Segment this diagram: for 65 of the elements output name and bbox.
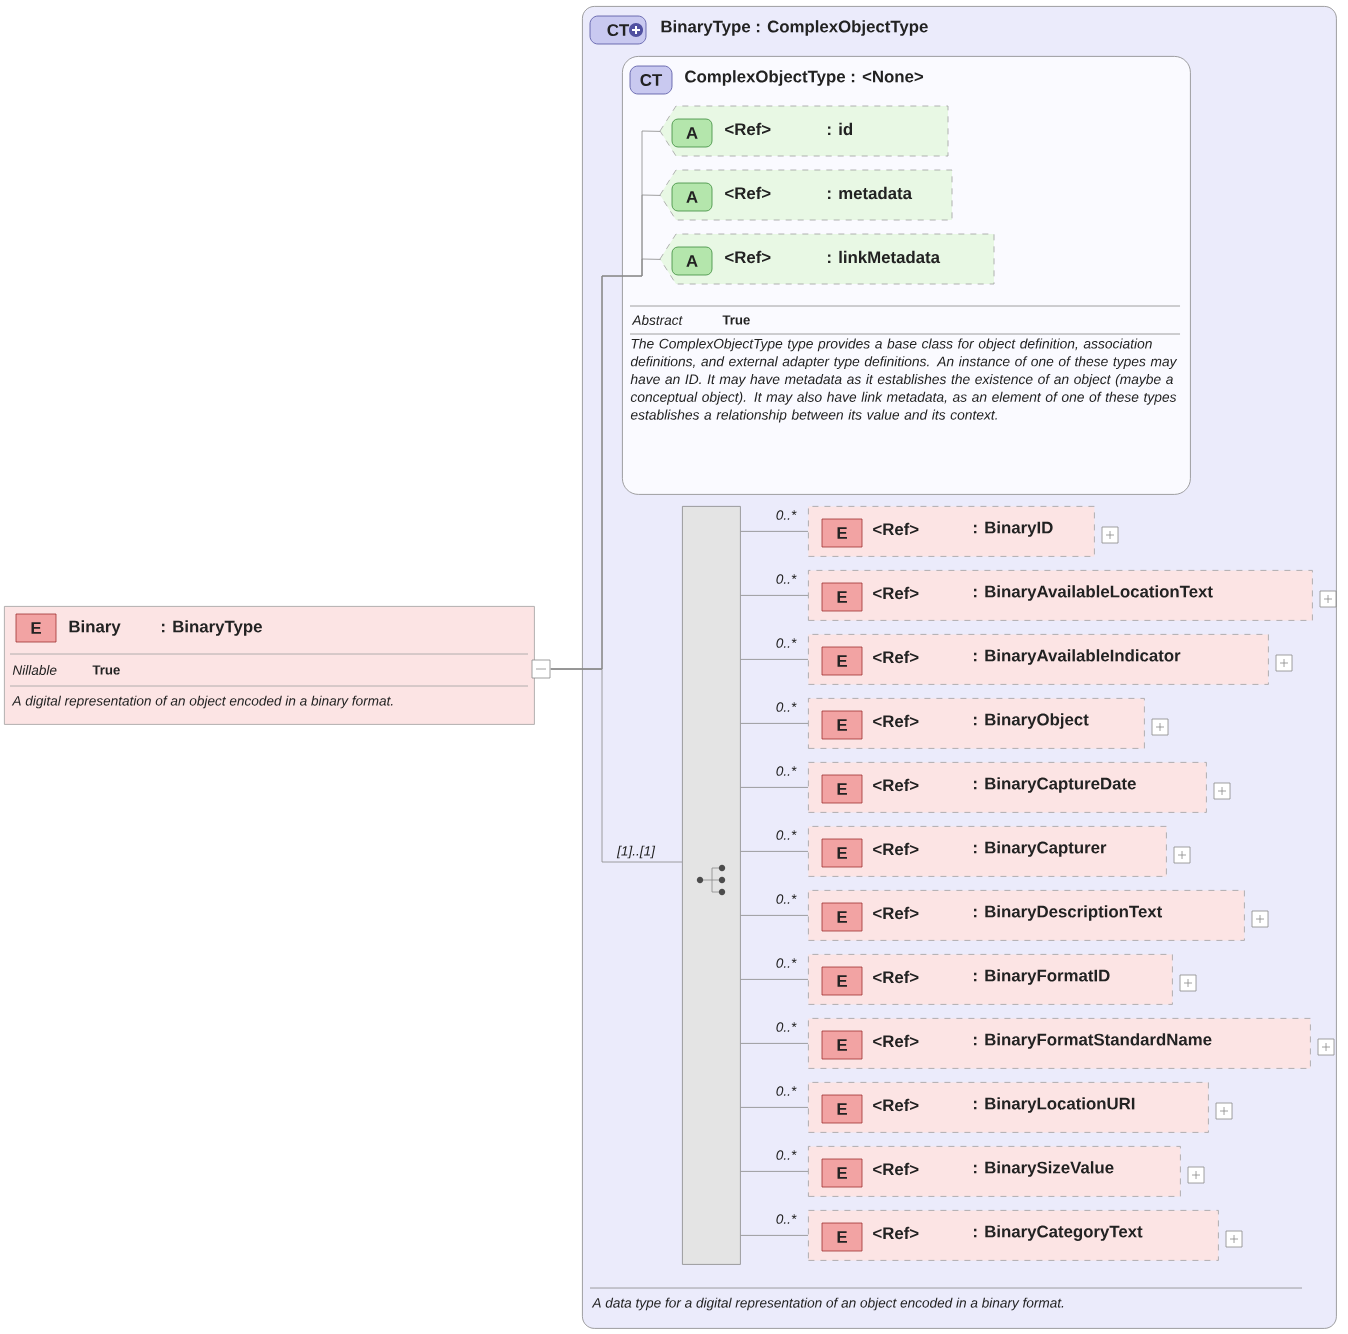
element-name: : BinaryCategoryText xyxy=(974,1225,1143,1241)
element-name: : BinaryAvailableLocationText xyxy=(974,585,1213,601)
connector xyxy=(740,851,809,852)
connector xyxy=(740,659,809,660)
reference-label: <Ref> xyxy=(873,1226,919,1240)
connector xyxy=(740,1107,809,1108)
connector xyxy=(740,1235,809,1236)
reference-label: <Ref> xyxy=(873,714,919,728)
element-badge: E xyxy=(821,774,863,804)
reference-label: <Ref> xyxy=(873,1098,919,1112)
element-badge: E xyxy=(821,966,863,996)
reference-label: <Ref> xyxy=(873,906,919,920)
element-badge: E xyxy=(821,1030,863,1060)
connector xyxy=(740,915,809,916)
element-badge: E xyxy=(821,902,863,932)
element-badge: E xyxy=(821,646,863,676)
connector xyxy=(550,668,683,863)
connector xyxy=(740,531,809,532)
connector xyxy=(740,787,809,788)
element-badge: E xyxy=(821,1222,863,1252)
element-badge: E xyxy=(821,1158,863,1188)
reference-label: <Ref> xyxy=(725,186,771,200)
reference-label: <Ref> xyxy=(873,1162,919,1176)
element-badge: E xyxy=(821,582,863,612)
attribute-name: : id xyxy=(828,122,853,136)
element-name: : BinaryFormatID xyxy=(974,969,1110,985)
element-name: : BinaryLocationURI xyxy=(974,1097,1135,1113)
element-name: : BinaryCaptureDate xyxy=(974,777,1136,793)
type-badge: CT xyxy=(629,65,673,95)
element-name: : BinaryCapturer xyxy=(974,841,1107,857)
attribute-badge: A xyxy=(671,182,713,212)
reference-label: <Ref> xyxy=(725,250,771,264)
element-name: : BinaryObject xyxy=(974,713,1089,729)
reference-label: <Ref> xyxy=(873,970,919,984)
element-name: : BinaryID xyxy=(974,521,1053,537)
reference-label: <Ref> xyxy=(873,842,919,856)
connector xyxy=(740,1171,809,1172)
attribute-name: : linkMetadata xyxy=(828,250,941,264)
element-badge: E xyxy=(821,838,863,868)
reference-label: <Ref> xyxy=(725,122,771,136)
type-name: : BinaryType xyxy=(162,620,262,636)
attribute-badge: A xyxy=(671,118,713,148)
reference-label: <Ref> xyxy=(873,586,919,600)
type-title: ComplexObjectType : <None> xyxy=(685,70,924,86)
connector xyxy=(740,595,809,596)
element-badge: E xyxy=(821,1094,863,1124)
reference-label: <Ref> xyxy=(873,522,919,536)
element-name: : BinaryAvailableIndicator xyxy=(974,649,1181,665)
element-name: : BinarySizeValue xyxy=(974,1161,1114,1177)
reference-label: <Ref> xyxy=(873,778,919,792)
connector xyxy=(740,723,809,724)
element-badge: E xyxy=(821,518,863,548)
connector xyxy=(740,979,809,980)
type-title: BinaryType : ComplexObjectType xyxy=(661,20,928,36)
element-name: : BinaryDescriptionText xyxy=(974,905,1163,921)
element-name: Binary xyxy=(69,620,121,636)
type-badge: CT xyxy=(589,15,647,45)
element-badge: E xyxy=(15,613,57,643)
connector xyxy=(740,1043,809,1044)
attribute-badge: A xyxy=(671,246,713,276)
element-badge: E xyxy=(821,710,863,740)
attribute-name: : metadata xyxy=(828,186,913,200)
reference-label: <Ref> xyxy=(873,1034,919,1048)
reference-label: <Ref> xyxy=(873,650,919,664)
element-name: : BinaryFormatStandardName xyxy=(974,1033,1212,1049)
